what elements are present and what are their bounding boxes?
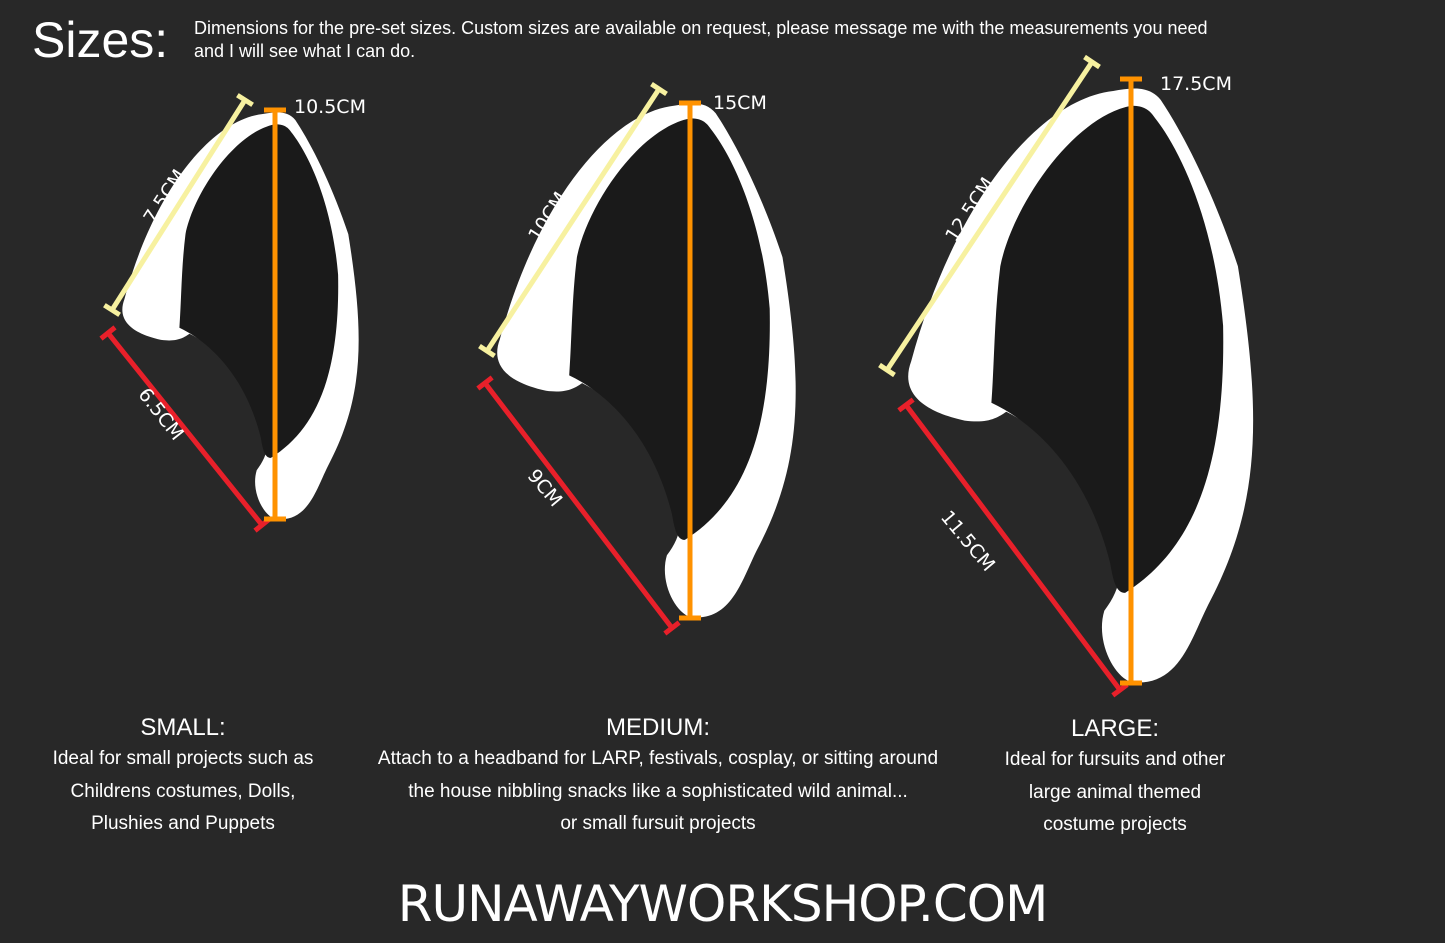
size-desc-line: or small fursuit projects xyxy=(560,813,756,834)
size-heading: MEDIUM: xyxy=(606,714,710,741)
ear-inner xyxy=(569,118,770,540)
ear-medium: 15CM 10CM 9CM xyxy=(476,81,796,636)
bottom-edge-measure xyxy=(897,397,1129,698)
size-desc-line: Ideal for small projects such as xyxy=(52,748,314,769)
intro-text: Dimensions for the pre-set sizes. Custom… xyxy=(194,17,1394,63)
bottom-edge-label: 6.5CM xyxy=(134,384,188,445)
intro-line-1: Dimensions for the pre-set sizes. Custom… xyxy=(194,18,1208,38)
size-heading: LARGE: xyxy=(1070,715,1160,742)
size-desc-line: costume projects xyxy=(1043,814,1187,835)
ear-large: 17.5CM 12.5CM 11.5CM xyxy=(878,54,1254,698)
top-edge-measure xyxy=(878,54,1101,378)
size-desc-line: Ideal for fursuits and other xyxy=(1004,749,1226,770)
top-edge-measure xyxy=(478,81,668,359)
ear-inner xyxy=(991,105,1224,593)
height-label: 15CM xyxy=(713,92,767,114)
height-label: 10.5CM xyxy=(294,96,366,118)
size-desc-line: Plushies and Puppets xyxy=(91,813,275,834)
bottom-edge-label: 9CM xyxy=(523,465,567,511)
size-desc-line: Childrens costumes, Dolls, xyxy=(70,780,296,802)
website-link[interactable]: RUNAWAYWORKSHOP.COM xyxy=(397,875,1048,933)
size-desc-line: the house nibbling snacks like a sophist… xyxy=(408,780,908,802)
ear-small: 10.5CM 7.5CM 6.5CM xyxy=(99,93,366,533)
bottom-edge-measure xyxy=(476,375,681,636)
ear-inner xyxy=(179,124,339,458)
size-medium-info: MEDIUM: Attach to a headband for LARP, f… xyxy=(356,713,960,841)
size-desc-line: Attach to a headband for LARP, festivals… xyxy=(377,748,939,769)
size-large-info: LARGE: Ideal for fursuits and other larg… xyxy=(980,714,1250,842)
height-measure xyxy=(264,107,286,522)
size-desc-line: large animal themed xyxy=(1028,781,1202,803)
height-label: 17.5CM xyxy=(1160,73,1232,95)
height-measure xyxy=(1120,76,1142,686)
size-heading: SMALL: xyxy=(140,714,226,741)
size-small-info: SMALL: Ideal for small projects such as … xyxy=(30,713,336,841)
height-measure xyxy=(679,100,701,621)
top-edge-measure xyxy=(103,93,254,317)
intro-line-2: and I will see what I can do. xyxy=(194,41,416,61)
page-title: Sizes: xyxy=(32,12,169,68)
